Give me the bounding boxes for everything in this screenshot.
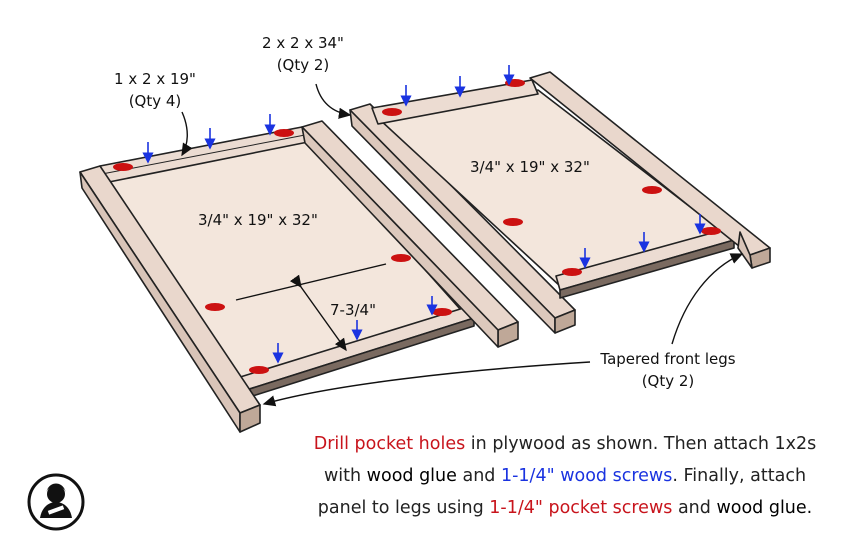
leader-1x2 — [181, 111, 193, 157]
screw-arrows — [142, 65, 706, 364]
dimension-line — [289, 274, 347, 352]
left-assembly — [79, 120, 519, 433]
dimension-label: 7-3/4" — [330, 301, 376, 319]
board-1x2-qty: (Qty 4) — [128, 92, 182, 110]
pocket-hole — [505, 79, 525, 87]
tapered-legs-qty: (Qty 2) — [641, 372, 695, 390]
pocket-hole — [249, 366, 269, 374]
board-2x2-size: 2 x 2 x 34" — [262, 34, 344, 52]
instr-part10: and — [672, 498, 717, 518]
pocket-hole — [205, 303, 225, 311]
instr-wood-glue: wood glue — [366, 466, 457, 486]
instr-drill: Drill pocket holes — [313, 434, 466, 454]
pocket-holes — [113, 79, 721, 374]
instructions-text: Drill pocket holes in plywood as shown. … — [290, 428, 840, 524]
pocket-hole — [432, 308, 452, 316]
board-1x2-size: 1 x 2 x 19" — [114, 70, 196, 88]
instr-wood-screws: 1-1/4" wood screws — [500, 466, 673, 486]
right-top-rail — [371, 79, 539, 125]
pocket-hole — [113, 163, 133, 171]
instr-part8: panel to legs using — [317, 498, 490, 518]
pocket-hole — [562, 268, 582, 276]
pocket-hole — [274, 129, 294, 137]
board-2x2-label: 2 x 2 x 34" (Qty 2) — [248, 32, 358, 76]
instr-part5: and — [456, 466, 501, 486]
board-1x2-label: 1 x 2 x 19" (Qty 4) — [100, 68, 210, 112]
instr-wood-glue-2: wood glue. — [716, 498, 813, 518]
pocket-hole — [642, 186, 662, 194]
pocket-hole — [701, 227, 721, 235]
instr-pocket-screws: 1-1/4" pocket screws — [489, 498, 673, 518]
tapered-legs-label: Tapered front legs (Qty 2) — [588, 348, 748, 392]
leader-lines — [181, 83, 744, 407]
right-assembly — [349, 71, 771, 334]
instr-part7: . Finally, attach — [672, 466, 807, 486]
pocket-hole — [391, 254, 411, 262]
pocket-hole — [382, 108, 402, 116]
pocket-hole — [503, 218, 523, 226]
leader-2x2 — [315, 83, 352, 119]
instr-part2: in plywood as shown. Then attach 1x2s — [465, 434, 817, 454]
instr-part3: with — [323, 466, 367, 486]
leader-tapered-left — [262, 361, 591, 407]
panel-left-label: 3/4" x 19" x 32" — [198, 211, 318, 229]
board-2x2-qty: (Qty 2) — [276, 56, 330, 74]
woodworker-logo-icon — [27, 473, 85, 531]
panel-right-label: 3/4" x 19" x 32" — [470, 158, 590, 176]
tapered-legs-text: Tapered front legs — [600, 350, 736, 368]
leader-tapered-right — [671, 253, 744, 345]
